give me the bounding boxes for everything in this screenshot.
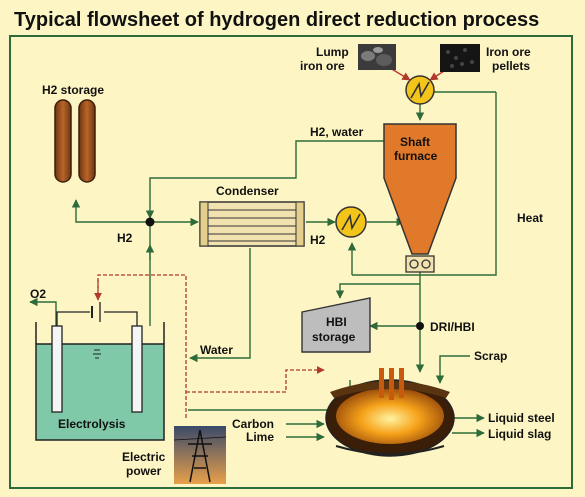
iron-ore-pellets-image <box>440 44 480 72</box>
h2-storage-label: H2 storage <box>42 83 104 97</box>
electric-arc-furnace <box>325 368 455 457</box>
h2-left-label: H2 <box>117 231 133 245</box>
h2-water-label: H2, water <box>310 125 364 139</box>
h2-right-label: H2 <box>310 233 326 247</box>
shaft-furnace <box>383 123 457 273</box>
gas-heater <box>335 206 367 238</box>
hbi-storage-label-2: storage <box>312 330 356 344</box>
dri-hbi-label: DRI/HBI <box>430 320 475 334</box>
condenser-label: Condenser <box>216 184 279 198</box>
frame-border <box>9 35 573 489</box>
diagram-title: Typical flowsheet of hydrogen direct red… <box>14 9 539 31</box>
power-lines <box>94 274 325 420</box>
condenser-unit <box>199 201 305 247</box>
o2-label: O2 <box>30 287 46 301</box>
electrolysis-label: Electrolysis <box>58 417 126 431</box>
lime-label: Lime <box>246 430 274 444</box>
pellets-label-1: Iron ore <box>486 45 531 59</box>
water-label: Water <box>200 343 233 357</box>
hbi-storage-label-1: HBI <box>326 315 347 329</box>
shaft-furnace-label-1: Shaft <box>400 135 430 149</box>
electric-power-label-1: Electric <box>122 450 166 464</box>
hbi-storage <box>301 297 371 353</box>
lump-ore-label-2: iron ore <box>300 59 345 73</box>
h2-junction-node <box>145 217 155 227</box>
h2-storage-tanks <box>54 99 96 183</box>
electric-power-label-2: power <box>126 464 162 478</box>
carbon-label: Carbon <box>232 417 274 431</box>
dri-junction-node <box>416 322 424 330</box>
liquid-slag-label: Liquid slag <box>488 427 551 441</box>
electric-power-pylon-image <box>173 426 227 484</box>
ore-preheater <box>405 75 435 105</box>
electrolysis-cell <box>35 302 165 441</box>
lump-ore-label-1: Lump <box>316 45 349 59</box>
lump-iron-ore-image <box>358 44 396 70</box>
flow-lines <box>29 91 497 442</box>
shaft-furnace-label-2: furnace <box>394 149 438 163</box>
heat-label: Heat <box>517 211 543 225</box>
scrap-label: Scrap <box>474 349 507 363</box>
liquid-steel-label: Liquid steel <box>488 411 555 425</box>
pellets-label-2: pellets <box>492 59 530 73</box>
